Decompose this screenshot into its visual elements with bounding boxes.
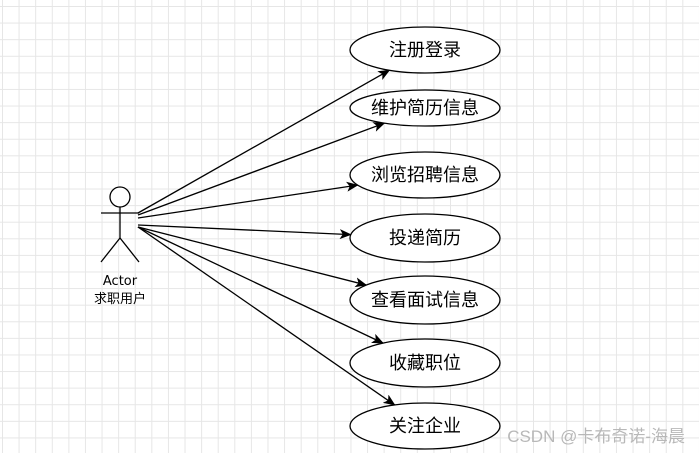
use-case-label: 浏览招聘信息: [371, 165, 479, 186]
use-case-label: 收藏职位: [389, 353, 461, 374]
actor-name: Actor: [103, 274, 138, 289]
association-arrow: [137, 226, 368, 288]
actor-leg-left: [100, 237, 121, 263]
actor-label: 求职用户: [94, 291, 146, 307]
association-arrow: [137, 226, 396, 406]
use-case-label: 关注企业: [389, 416, 461, 437]
use-case-ellipse[interactable]: [349, 275, 501, 325]
actor-head: [109, 186, 131, 208]
use-case-ellipse[interactable]: [349, 89, 501, 127]
use-case-ellipse[interactable]: [349, 338, 501, 388]
association-arrow: [137, 224, 352, 240]
use-case-ellipse[interactable]: [349, 151, 501, 199]
association-arrow: [137, 122, 386, 216]
use-case-label: 注册登录: [389, 40, 461, 61]
association-arrow: [137, 226, 384, 344]
use-case-label: 投递简历: [389, 228, 461, 249]
use-case-label: 查看面试信息: [371, 290, 479, 311]
association-arrow: [137, 181, 359, 219]
use-case-label: 维护简历信息: [371, 98, 479, 119]
watermark: CSDN @卡布奇诺-海晨: [507, 427, 685, 446]
use-case-ellipse[interactable]: [349, 26, 501, 74]
actor[interactable]: [100, 186, 140, 263]
association-arrow: [137, 69, 391, 214]
use-case-ellipse[interactable]: [349, 213, 501, 263]
actor-leg-right: [119, 237, 140, 263]
use-case-ellipse[interactable]: [349, 402, 501, 450]
